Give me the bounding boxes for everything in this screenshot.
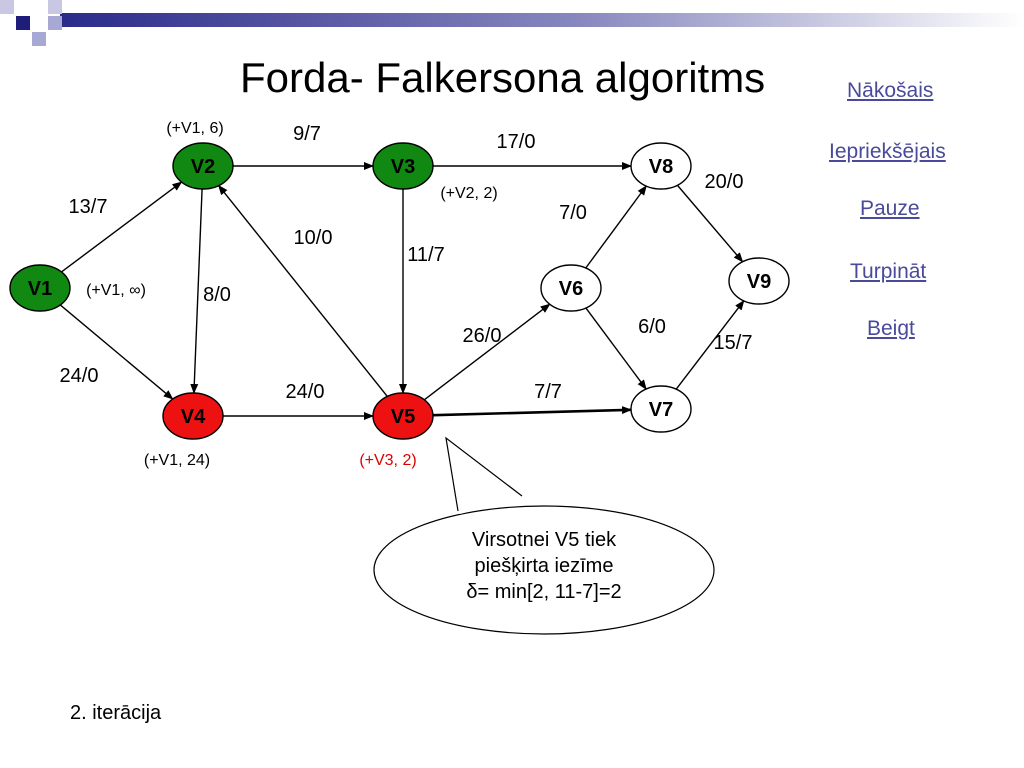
node-v6 [540, 264, 602, 312]
edge-label-v3-v8: 17/0 [497, 131, 536, 153]
edge-v5-v2 [218, 184, 388, 397]
node-mark-v3: (+V2, 2) [440, 185, 497, 202]
callout: Virsotnei V5 tiek piešķirta iezīme δ= min[… [373, 436, 715, 635]
edge-v5-v7 [432, 406, 633, 417]
node-v9 [728, 257, 790, 305]
edge-v6-v8 [585, 185, 647, 269]
node-mark-v2: (+V1, 6) [166, 120, 223, 137]
node-label-v8: V8 [649, 156, 673, 178]
node-v5 [372, 392, 434, 440]
edge-label-v7-v9: 15/7 [714, 332, 753, 354]
nav-link-continue[interactable]: Turpināt [850, 260, 927, 283]
edge-label-v1-v2: 13/7 [69, 196, 108, 218]
edge-v8-v9 [676, 184, 744, 263]
nav-link-previous[interactable]: Iepriekšējais [829, 140, 946, 163]
edge-label-v2-v4: 8/0 [203, 284, 231, 306]
edge-label-v1-v4: 24/0 [60, 365, 99, 387]
node-mark-v5: (+V3, 2) [359, 452, 416, 469]
node-v8 [630, 142, 692, 190]
edge-v2-v4 [190, 188, 203, 395]
edge-v1-v4 [59, 304, 174, 400]
slide-title: Forda- Falkersona algoritms [240, 54, 766, 101]
edges-layer [59, 162, 745, 420]
edge-v7-v9 [675, 300, 745, 390]
node-label-v9: V9 [747, 271, 771, 293]
node-v2 [172, 142, 234, 190]
callout-ellipse [373, 505, 715, 635]
node-v3 [372, 142, 434, 190]
edge-label-v8-v9: 20/0 [705, 171, 744, 193]
edge-v5-v6 [423, 303, 551, 401]
nav-link-pause[interactable]: Pauze [860, 197, 920, 220]
node-v7 [630, 385, 692, 433]
nav-link-end[interactable]: Beigt [867, 317, 915, 340]
edge-label-v6-v8: 7/0 [559, 202, 587, 224]
edge-label-v3-v5: 11/7 [407, 244, 444, 266]
edge-v6-v7 [585, 307, 647, 390]
node-v4 [162, 392, 224, 440]
node-label-v6: V6 [559, 278, 583, 300]
node-label-v7: V7 [649, 399, 673, 421]
node-label-v4: V4 [181, 406, 206, 428]
edge-label-v4-v5: 24/0 [286, 381, 325, 403]
callout-tail-fill [448, 442, 520, 514]
node-mark-v4: (+V1, 24) [144, 452, 210, 469]
callout-text-line: δ= min[2, 11-7]=2 [466, 581, 621, 603]
node-label-v2: V2 [191, 156, 215, 178]
node-label-v1: V1 [28, 278, 52, 300]
callout-text-line: Virsotnei V5 tiek [472, 529, 617, 551]
node-mark-v1: (+V1, ∞) [86, 282, 146, 299]
callout-text-line: piešķirta iezīme [475, 555, 614, 577]
edge-label-v2-v3: 9/7 [293, 123, 321, 145]
header-decoration [0, 0, 1024, 46]
edge-label-v5-v2: 10/0 [294, 227, 333, 249]
edge-label-v5-v7: 7/7 [534, 381, 562, 403]
node-label-v5: V5 [391, 406, 415, 428]
edge-label-v5-v6: 26/0 [463, 325, 502, 347]
iteration-label: 2. iterācija [70, 702, 162, 724]
edge-v1-v2 [61, 181, 183, 273]
nav-link-next[interactable]: Nākošais [847, 79, 934, 102]
edge-label-v6-v7: 6/0 [638, 316, 666, 338]
node-v1 [9, 264, 71, 312]
labels-layer: 13/7 24/0 9/7 8/0 10/0 17/0 11/7 24/0 26/0 7/7 7/0… [60, 120, 753, 469]
node-label-v3: V3 [391, 156, 415, 178]
